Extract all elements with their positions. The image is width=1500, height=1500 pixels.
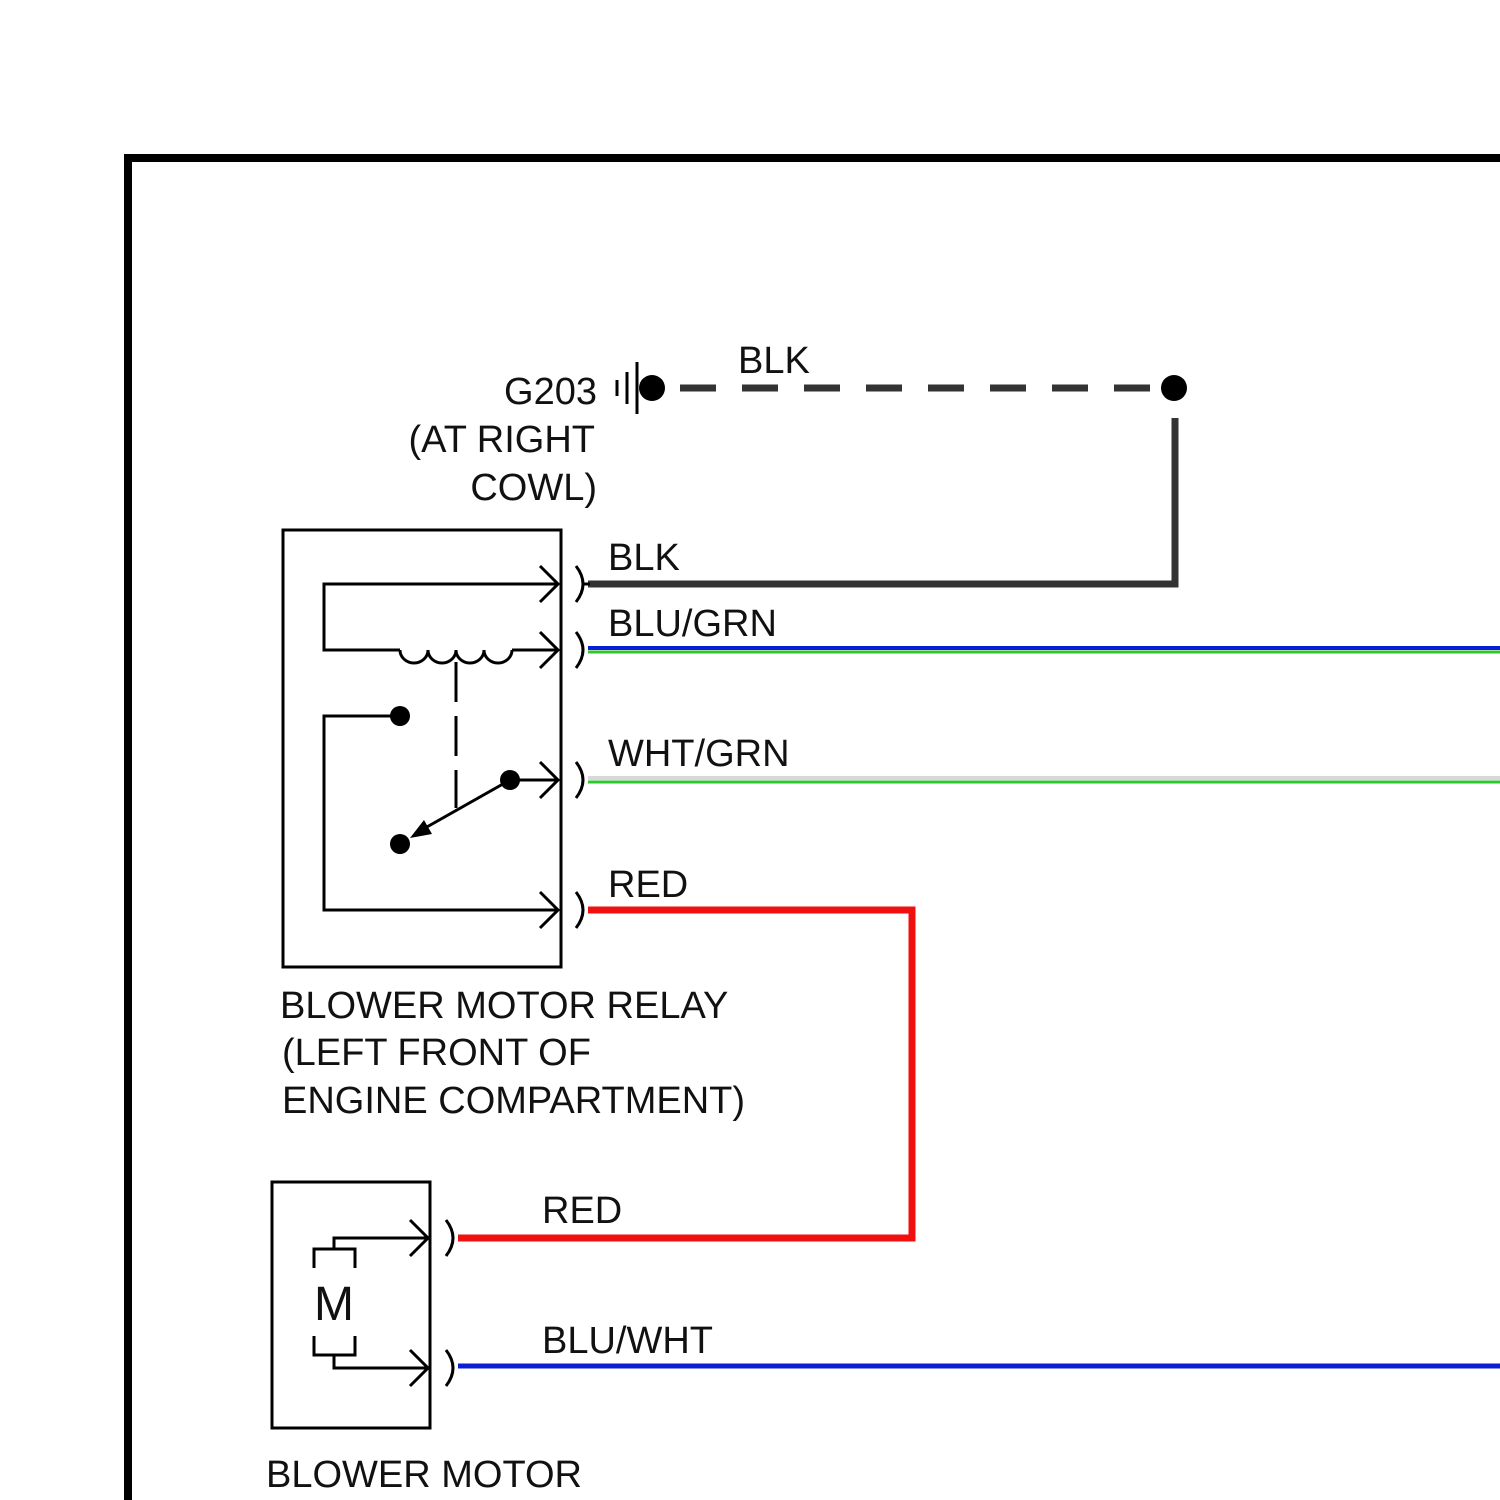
wire-wht-grn xyxy=(588,778,1500,782)
blower-motor-name: BLOWER MOTOR xyxy=(266,1454,582,1496)
motor-symbol-m: M xyxy=(314,1278,354,1331)
ground-location-line1: (AT RIGHT xyxy=(409,419,595,461)
relay-switch-arrowhead-icon xyxy=(410,820,432,838)
relay-name-line1: BLOWER MOTOR RELAY xyxy=(280,985,728,1027)
wire-label-wht-grn: WHT/GRN xyxy=(608,733,790,775)
wire-label-blu-wht: BLU/WHT xyxy=(542,1320,713,1362)
splice-dot xyxy=(1161,375,1187,401)
relay-internal-circuit xyxy=(324,566,558,928)
ground-id-label: G203 xyxy=(504,371,597,413)
relay-contact-dot xyxy=(500,770,520,790)
wire-label-ground-blk: BLK xyxy=(738,340,810,382)
wire-red xyxy=(458,910,912,1238)
relay-connector-terminals-icon xyxy=(576,566,590,928)
relay-name-line3: ENGINE COMPARTMENT) xyxy=(282,1080,745,1122)
ground-splice-dot xyxy=(639,375,665,401)
relay-contact-dot xyxy=(390,706,410,726)
ground-location-line2: COWL) xyxy=(470,467,597,509)
relay-contact-dot xyxy=(390,834,410,854)
wire-blu-grn xyxy=(588,648,1500,652)
wire-label-relay-red: RED xyxy=(608,864,688,906)
ground-symbol-icon xyxy=(617,362,637,414)
relay-name-line2: (LEFT FRONT OF xyxy=(282,1032,591,1074)
wire-label-relay-blk: BLK xyxy=(608,537,680,579)
wire-label-blu-grn: BLU/GRN xyxy=(608,603,777,645)
wire-label-motor-red: RED xyxy=(542,1190,622,1232)
